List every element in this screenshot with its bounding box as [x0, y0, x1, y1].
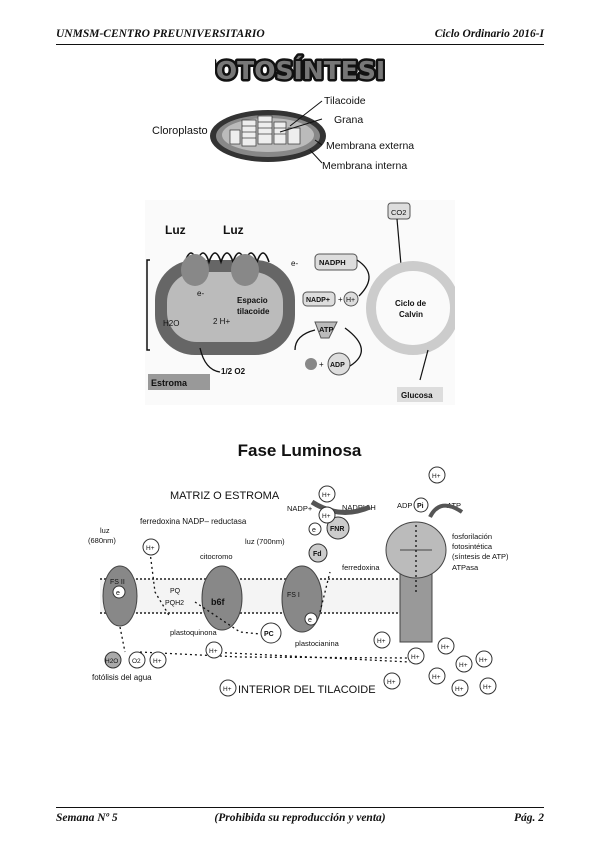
label-pi: Pi: [417, 503, 424, 510]
label-h-9: H+: [411, 654, 420, 661]
label-luz-680-2: (680nm): [88, 536, 116, 545]
header-rule: [56, 44, 544, 45]
title-graphic: FOTOSÍNTESIS FOTOSÍNTESIS: [196, 54, 405, 88]
label-h-13: H+: [387, 679, 396, 686]
label-h-6: H+: [209, 648, 218, 655]
label-h-14: H+: [432, 674, 441, 681]
label-half-o2: 1/2 O2: [221, 367, 246, 376]
thylakoid-membrane: [155, 252, 295, 355]
label-tilacoide: Tilacoide: [324, 95, 366, 107]
atp-synthase: [385, 521, 447, 643]
label-tilacoide-space: tilacoide: [237, 307, 270, 316]
label-atp: ATP: [319, 325, 333, 334]
label-plus-2: +: [319, 360, 324, 369]
label-nadph-l: NADPH.H: [342, 503, 376, 512]
label-ciclo: Ciclo de: [395, 299, 427, 308]
page-footer: Semana Nº 5 (Prohibida su reproducción y…: [56, 812, 544, 830]
label-e-2: e: [308, 617, 312, 624]
label-adp-l: ADP: [397, 501, 412, 510]
footer-notice: (Prohibida su reproducción y venta): [214, 812, 386, 824]
label-membrana-interna: Membrana interna: [322, 160, 407, 172]
label-nadp-l: NADP+: [287, 504, 313, 513]
title-fill: FOTOSÍNTESIS: [215, 56, 385, 85]
label-matriz: MATRIZ O ESTROMA: [170, 490, 280, 502]
label-luz-2: Luz: [223, 223, 244, 237]
label-plus-1: +: [338, 295, 343, 304]
label-luz-700: luz (700nm): [245, 537, 285, 546]
proton-circles: [142, 466, 497, 697]
label-h-12: H+: [479, 657, 488, 664]
label-pq: PQ: [170, 588, 181, 595]
label-fosforilacion-2: fotosintética: [452, 542, 493, 551]
label-o2-l: O2: [132, 658, 141, 665]
label-espacio: Espacio: [237, 296, 268, 305]
label-citocromo: citocromo: [200, 552, 233, 561]
label-e-1: e: [116, 590, 120, 597]
label-grana: Grana: [334, 114, 363, 126]
label-fs1: FS I: [287, 592, 300, 599]
label-calvin: Calvin: [399, 310, 423, 319]
label-fosforilacion-3: (síntesis de ATP): [452, 552, 509, 561]
label-b6f: b6f: [211, 597, 226, 607]
label-membrana-externa: Membrana externa: [326, 140, 414, 152]
label-nadph: NADPH: [319, 258, 346, 267]
page-title: FOTOSÍNTESIS FOTOSÍNTESIS: [0, 53, 599, 90]
label-glucosa: Glucosa: [401, 391, 433, 400]
label-fd: Fd: [313, 551, 322, 558]
label-interior: INTERIOR DEL TILACOIDE: [238, 684, 376, 696]
label-e-3: e: [312, 527, 316, 534]
label-h-3: H+: [432, 473, 441, 480]
label-pqh2: PQH2: [165, 600, 184, 607]
label-h-7: H+: [223, 686, 232, 693]
label-adp: ADP: [330, 362, 345, 369]
membrane: [100, 578, 410, 614]
title-outline: FOTOSÍNTESIS: [215, 56, 385, 85]
label-ferredoxina-nadp-reductasa: ferredoxina NADP– reductasa: [140, 517, 247, 526]
chloroplast-diagram: [210, 110, 326, 162]
label-pc: PC: [264, 631, 274, 638]
page-header: UNMSM-CENTRO PREUNIVERSITARIO Ciclo Ordi…: [56, 28, 544, 46]
label-nadp: NADP+: [306, 297, 330, 304]
label-h2o: H2O: [163, 319, 179, 328]
label-electron-2: e-: [291, 259, 298, 268]
label-plastoquinona: plastoquinona: [170, 628, 218, 637]
label-h-11: H+: [459, 662, 468, 669]
label-fnr: FNR: [330, 526, 344, 533]
fase-luminosa-figure: MATRIZ O ESTROMA ferredoxina NADP– reduc…: [88, 466, 509, 697]
label-h2o-l: H2O: [105, 658, 118, 665]
label-ferredoxina: ferredoxina: [342, 563, 380, 572]
label-h-8: H+: [377, 638, 386, 645]
label-plastocianina: plastocianina: [295, 639, 340, 648]
label-co2: CO2: [391, 208, 406, 217]
label-cloroplasto: Cloroplasto: [152, 125, 208, 137]
chloroplast-figure: Cloroplasto Tilacoide Grana Membrana ext…: [152, 95, 414, 172]
section-title-fase-luminosa: Fase Luminosa: [237, 441, 362, 460]
label-luz-1: Luz: [165, 223, 186, 237]
label-atpasa: ATPasa: [452, 563, 479, 572]
label-electron-1: e-: [197, 289, 204, 298]
label-h-15: H+: [455, 686, 464, 693]
header-institution: UNMSM-CENTRO PREUNIVERSITARIO: [56, 28, 265, 40]
footer-rule: [56, 807, 544, 808]
label-h-2: H+: [322, 513, 331, 520]
label-h-1: H+: [322, 492, 331, 499]
header-cycle: Ciclo Ordinario 2016-I: [434, 28, 544, 40]
label-h-10: H+: [441, 644, 450, 651]
footer-week: Semana Nº 5: [56, 812, 118, 824]
label-luz-680-1: luz: [100, 526, 110, 535]
label-h: H+: [346, 297, 355, 304]
label-h-4: H+: [146, 545, 155, 552]
label-h-5: H+: [153, 658, 162, 665]
label-fotolisis: fotólisis del agua: [92, 673, 152, 682]
overview-figure: Luz Luz H2O e- 2 H+ Espacio tilacoide e-…: [145, 200, 455, 405]
label-fosforilacion-1: fosforilación: [452, 532, 492, 541]
label-estroma: Estroma: [151, 378, 188, 388]
label-h-16: H+: [483, 684, 492, 691]
label-fs2: FS II: [110, 579, 125, 586]
footer-page: Pág. 2: [513, 812, 544, 824]
label-2h: 2 H+: [213, 317, 230, 326]
